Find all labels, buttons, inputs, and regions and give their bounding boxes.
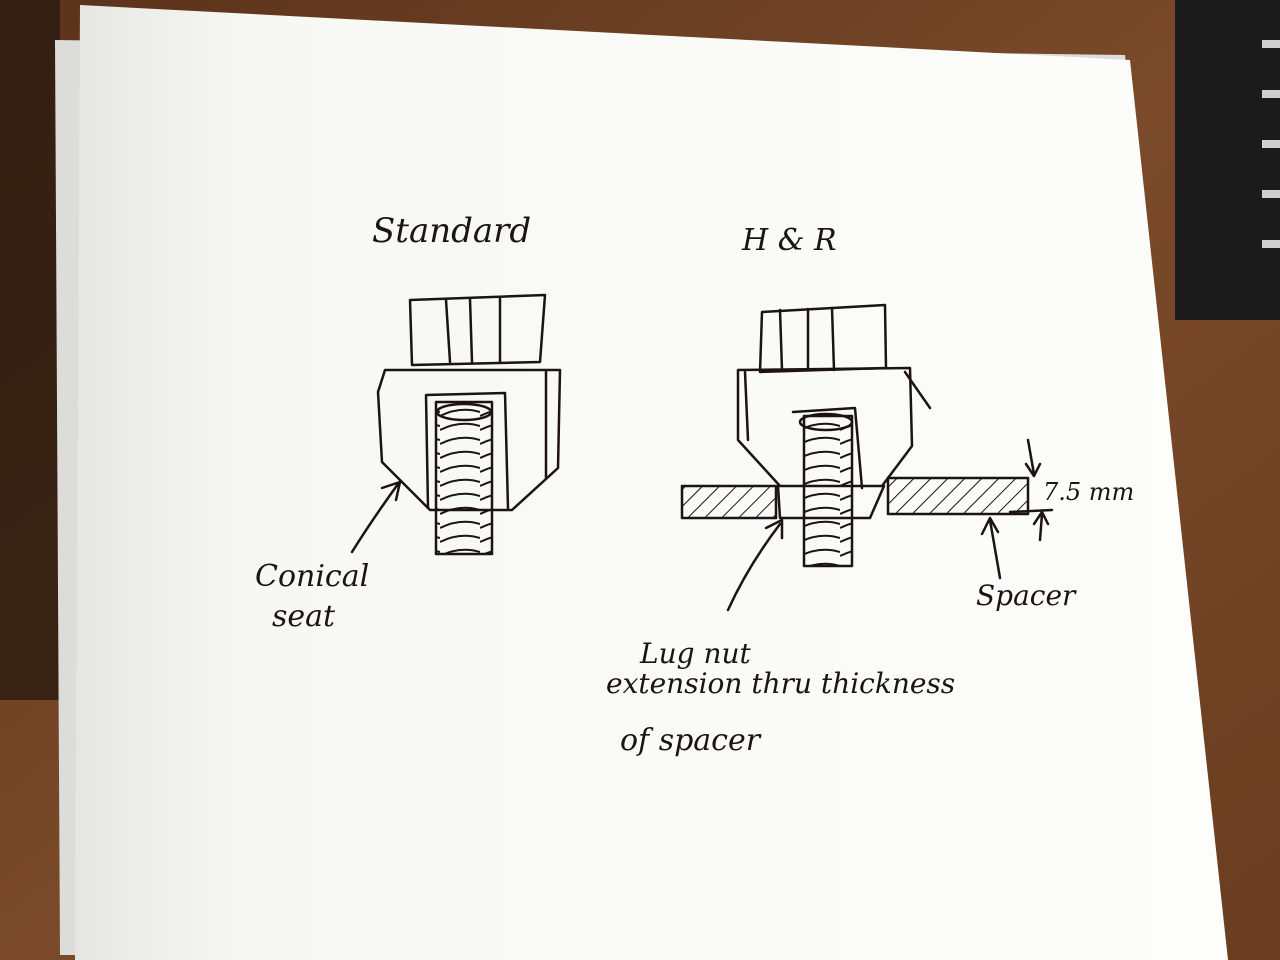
spacer-arrow bbox=[980, 516, 1002, 580]
hr-stud bbox=[802, 414, 854, 568]
label-lug-line2: extension thru thickness bbox=[606, 667, 956, 700]
standard-bore bbox=[424, 391, 510, 510]
hr-nut-body bbox=[736, 366, 914, 488]
title-standard: Standard bbox=[372, 211, 532, 251]
lug-extension-arrow bbox=[726, 518, 784, 612]
title-hr: H & R bbox=[742, 223, 837, 258]
spacer-right bbox=[886, 476, 1030, 516]
conical-seat-arrow bbox=[350, 480, 402, 554]
standard-stud bbox=[434, 400, 494, 556]
label-lug-line3: of spacer bbox=[620, 723, 761, 758]
hr-lug-nut-drawing bbox=[680, 303, 1054, 612]
dimension-top-arrow bbox=[1024, 438, 1042, 478]
hr-bore bbox=[791, 406, 864, 490]
spacer-left bbox=[680, 484, 778, 520]
label-conical-line1: Conical bbox=[255, 559, 370, 594]
dimension-bottom-arrow bbox=[1032, 510, 1050, 542]
dark-object-left bbox=[0, 0, 60, 700]
label-dimension: 7.5 mm bbox=[1043, 478, 1135, 506]
standard-hex-head bbox=[408, 293, 547, 367]
notebook-right bbox=[1175, 0, 1280, 320]
paper-sheet bbox=[75, 5, 1228, 960]
label-lug-line1: Lug nut bbox=[640, 637, 751, 670]
standard-lug-nut-drawing bbox=[350, 293, 562, 556]
notebook-spiral bbox=[1262, 40, 1280, 248]
label-conical-line2: seat bbox=[272, 599, 336, 634]
label-spacer: Spacer bbox=[976, 579, 1076, 612]
